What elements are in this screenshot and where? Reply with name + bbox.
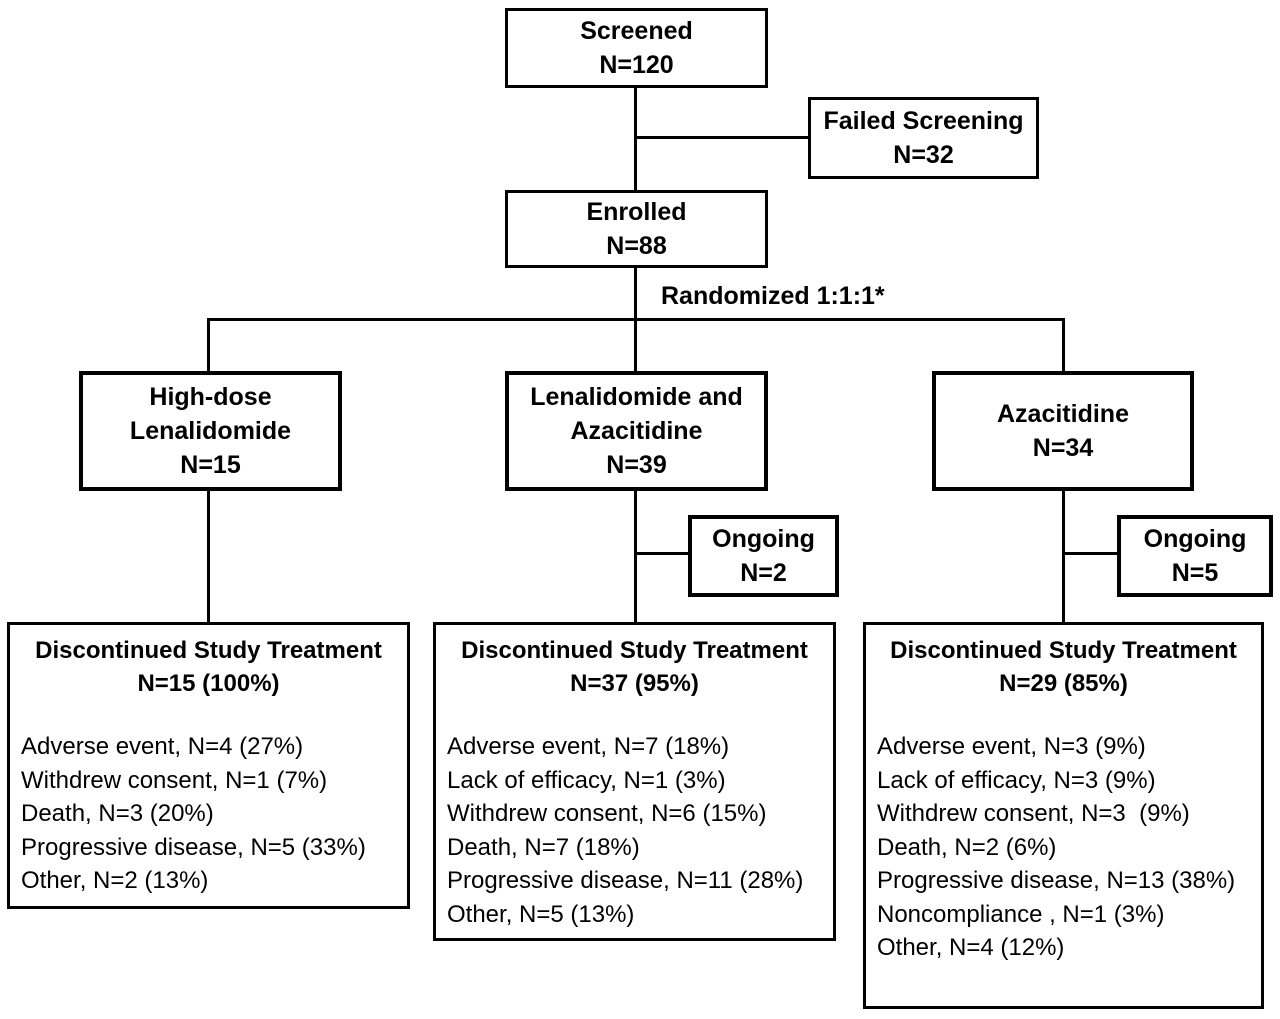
discontinued-reason: Adverse event, N=7 (18%) — [447, 733, 730, 760]
ongoing-len-aza-label: Ongoing — [712, 525, 815, 553]
failed-screening-box: Failed Screening N=32 — [808, 97, 1039, 179]
discontinued-reason: Withdrew consent, N=1 (7%) — [21, 766, 328, 794]
ongoing-aza-label: Ongoing — [1143, 525, 1247, 553]
discontinued-reason: Adverse event, N=3 (9%) — [877, 733, 1146, 760]
discontinued-reason: Other, N=2 (13%) — [21, 867, 209, 894]
arm-len-aza-line1: Lenalidomide and — [530, 383, 743, 411]
ongoing-azacitidine-box: Ongoing N=5 — [1117, 515, 1273, 597]
discontinued-high-dose-box: Discontinued Study Treatment N=15 (100%)… — [7, 622, 410, 909]
discontinued-azacitidine-box: Discontinued Study Treatment N=29 (85%) … — [863, 622, 1264, 1009]
ongoing-aza-count: N=5 — [1171, 559, 1219, 587]
discontinued-reason: Progressive disease, N=11 (28%) — [447, 867, 804, 894]
discontinued-reason: Lack of efficacy, N=1 (3%) — [447, 766, 726, 794]
discontinued-reason: Death, N=7 (18%) — [447, 833, 640, 861]
arm-aza-line1: Azacitidine — [997, 400, 1129, 428]
enrolled-box: Enrolled N=88 — [505, 190, 768, 268]
arm-len-aza-count: N=39 — [606, 451, 667, 479]
discontinued-reason: Progressive disease, N=13 (38%) — [877, 867, 1236, 894]
discontinued-high-dose-header: Discontinued Study Treatment — [35, 637, 382, 664]
connector-screened-enrolled — [634, 86, 637, 192]
enrolled-label: Enrolled — [586, 198, 687, 226]
connector-aza-discontinued — [1062, 488, 1065, 624]
discontinued-reason: Other, N=4 (12%) — [877, 934, 1065, 961]
discontinued-reason: Lack of efficacy, N=3 (9%) — [877, 766, 1156, 794]
discontinued-len-aza-header: Discontinued Study Treatment — [461, 637, 808, 664]
arm-lenalidomide-azacitidine-box: Lenalidomide and Azacitidine N=39 — [505, 371, 768, 491]
ongoing-lenalidomide-azacitidine-box: Ongoing N=2 — [688, 515, 839, 597]
connector-lenaza-ongoing-spur — [634, 552, 690, 555]
connector-failed-screening-spur — [634, 136, 810, 139]
arm-high-dose-line1: High-dose — [149, 383, 272, 411]
connector-aza-ongoing-spur — [1062, 552, 1119, 555]
screened-label: Screened — [580, 17, 693, 45]
arm-high-dose-line2: Lenalidomide — [129, 417, 292, 445]
failed-screening-label: Failed Screening — [823, 107, 1024, 135]
discontinued-reason: Withdrew consent, N=6 (15%) — [447, 800, 767, 827]
arm-high-dose-count: N=15 — [180, 451, 241, 479]
discontinued-reason: Death, N=2 (6%) — [877, 833, 1057, 861]
connector-lenaza-discontinued — [634, 488, 637, 624]
discontinued-reason: Progressive disease, N=5 (33%) — [21, 833, 366, 861]
discontinued-reason: Death, N=3 (20%) — [21, 800, 214, 827]
connector-highdose-discontinued — [207, 488, 210, 624]
ongoing-len-aza-count: N=2 — [740, 559, 787, 587]
arm-len-aza-line2: Azacitidine — [570, 417, 703, 445]
connector-branch-left-drop — [207, 318, 210, 373]
discontinued-lenalidomide-azacitidine-box: Discontinued Study Treatment N=37 (95%) … — [433, 622, 836, 941]
failed-screening-count: N=32 — [893, 141, 954, 169]
arm-aza-count: N=34 — [1032, 434, 1094, 462]
discontinued-reason: Withdrew consent, N=3 (9%) — [877, 800, 1190, 827]
arm-high-dose-lenalidomide-box: High-dose Lenalidomide N=15 — [79, 371, 342, 491]
screened-box: Screened N=120 — [505, 8, 768, 88]
connector-randomization-branch — [207, 318, 1065, 321]
discontinued-aza-header: Discontinued Study Treatment — [890, 637, 1237, 664]
arm-azacitidine-box: Azacitidine N=34 — [932, 371, 1194, 491]
discontinued-reason: Other, N=5 (13%) — [447, 900, 635, 928]
screened-count: N=120 — [599, 51, 674, 79]
connector-branch-right-drop — [1062, 318, 1065, 373]
randomized-label: Randomized 1:1:1* — [661, 282, 885, 310]
discontinued-aza-count: N=29 (85%) — [999, 670, 1128, 697]
enrolled-count: N=88 — [606, 232, 667, 260]
discontinued-len-aza-count: N=37 (95%) — [570, 670, 699, 697]
discontinued-reason: Noncompliance , N=1 (3%) — [877, 900, 1165, 928]
discontinued-high-dose-count: N=15 (100%) — [137, 670, 280, 697]
discontinued-reason: Adverse event, N=4 (27%) — [21, 733, 304, 760]
